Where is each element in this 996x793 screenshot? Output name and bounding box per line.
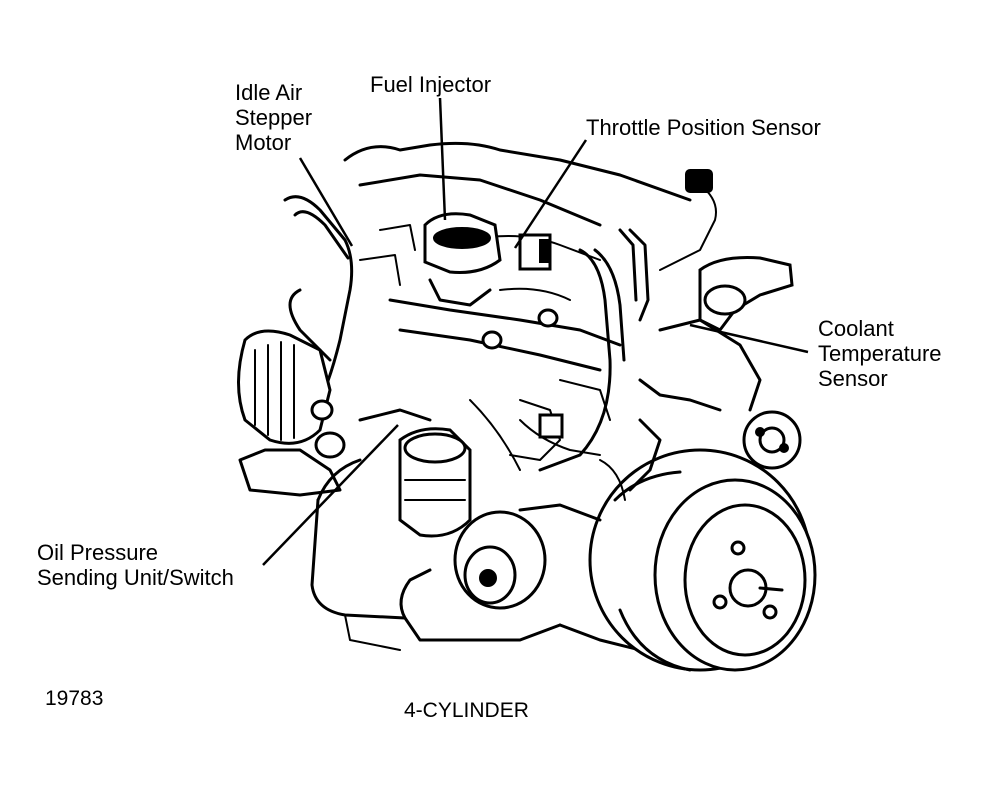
wiring-harness [283,184,717,472]
crankshaft-pulley [588,448,817,672]
label-fuel-injector: Fuel Injector [370,72,492,97]
label-oil-pressure-sending-unit: Oil Pressure Sending Unit/Switch [37,540,234,590]
engine-details [359,224,662,501]
leader-lines [262,97,809,566]
label-idle-air-stepper-motor: Idle Air Stepper Motor [235,80,313,155]
label-throttle-position-sensor: Throttle Position Sensor [586,115,821,140]
leader-throttle-position [513,139,588,249]
leader-coolant-temp [689,323,809,354]
label-coolant-temperature-sensor: Coolant Temperature Sensor [818,316,942,391]
center-housing [358,408,472,538]
leader-fuel-injector [438,97,447,221]
leader-idle-air [298,157,354,247]
throttle-body [423,212,552,307]
sensor-connector [685,169,713,193]
figure-number: 19783 [45,687,104,710]
idler-pulley [453,503,602,610]
leader-oil-pressure [262,424,399,566]
water-pump [638,256,802,470]
intake-manifold [343,141,692,372]
figure-caption: 4-CYLINDER [404,699,529,722]
alternator [237,329,346,497]
